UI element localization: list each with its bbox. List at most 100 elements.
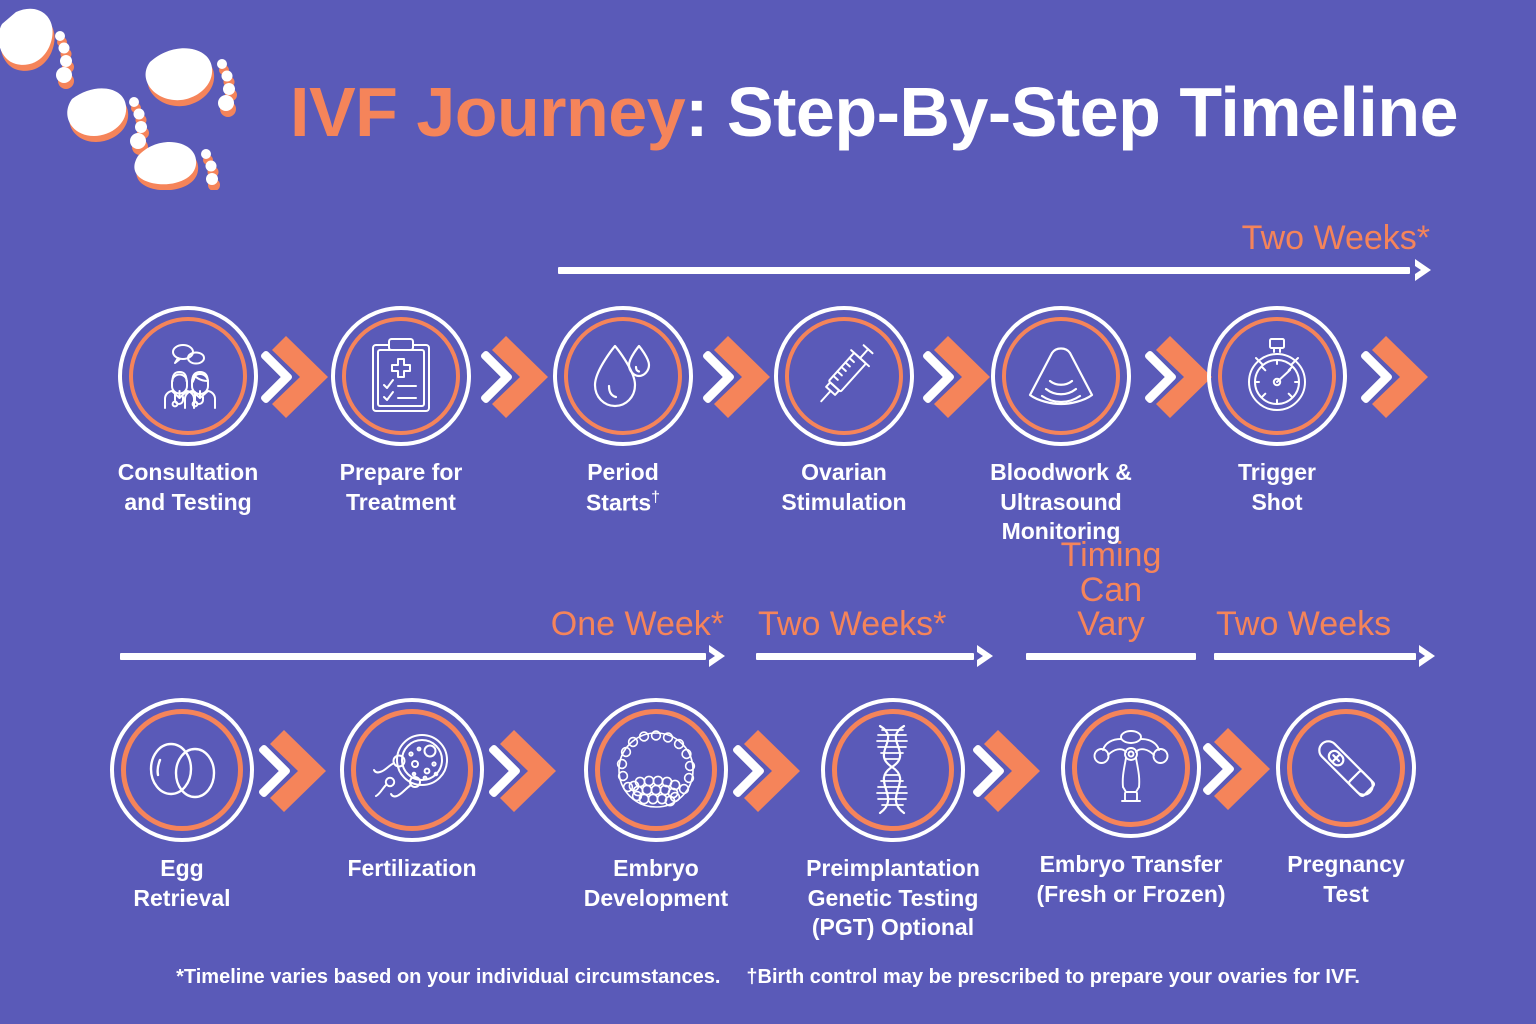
outer-ring (118, 306, 258, 446)
chevron-arrow (730, 726, 802, 816)
outer-ring (1061, 698, 1201, 838)
inner-ring (595, 709, 717, 831)
chevron-right-icon (481, 336, 548, 418)
outer-ring (991, 306, 1131, 446)
step-label: Prepare for Treatment (339, 459, 463, 515)
inner-ring (785, 317, 903, 435)
step-label: Trigger Shot (1238, 459, 1316, 515)
step-ovarian-stimulation[interactable]: Ovarian Stimulation (754, 306, 934, 517)
step-pregnancy-test[interactable]: Pregnancy Test (1258, 698, 1434, 909)
outer-ring (110, 698, 254, 842)
step-label: Embryo Transfer (Fresh or Frozen) (1036, 851, 1226, 907)
step-label: Embryo Development (583, 855, 729, 911)
footnote: *Timeline varies based on your individua… (0, 966, 1536, 989)
step-label: Bloodwork & Ultrasound Monitoring (990, 459, 1132, 545)
timeline-row1-two-weeks: Two Weeks* (558, 212, 1434, 281)
footnote-part-2: †Birth control may be prescribed to prep… (746, 966, 1360, 988)
inner-ring (121, 709, 243, 831)
step-embryo-development[interactable]: Embryo Development (566, 698, 746, 913)
arrowhead-icon (1419, 645, 1435, 667)
uterus-icon (1061, 698, 1201, 838)
timeline-label: Two Weeks (1216, 605, 1392, 644)
outer-ring (1276, 698, 1416, 838)
inner-ring (129, 317, 247, 435)
step-label: Egg Retrieval (133, 855, 231, 911)
step-label: Period Starts† (534, 458, 712, 518)
chevron-arrow (478, 332, 550, 422)
blastocyst-embryo-icon (584, 698, 728, 842)
inner-ring (564, 317, 682, 435)
inner-ring (1002, 317, 1120, 435)
chevron-arrow (1200, 724, 1272, 814)
chevron-right-icon (261, 336, 328, 418)
inner-ring (1218, 317, 1336, 435)
footnote-part-1: *Timeline varies based on your individua… (176, 966, 721, 988)
step-trigger-shot[interactable]: Trigger Shot (1188, 306, 1366, 517)
footprints-icon (0, 8, 237, 191)
arrowhead-icon (709, 645, 725, 667)
chevron-arrow (700, 332, 772, 422)
step-preimplantation-genetic-testing[interactable]: Preimplantation Genetic Testing (PGT) Op… (800, 698, 986, 943)
chevron-arrow (256, 726, 328, 816)
inner-ring (351, 709, 473, 831)
step-egg-retrieval[interactable]: Egg Retrieval (92, 698, 272, 913)
clipboard-checklist-icon (331, 306, 471, 446)
arrowhead-icon (977, 645, 993, 667)
dagger-footnote-marker: † (651, 488, 661, 506)
baby-footprints-decoration (0, 0, 280, 191)
chevron-right-icon (489, 730, 556, 812)
pregnancy-test-icon (1276, 698, 1416, 838)
inner-ring (1072, 709, 1190, 827)
chevron-arrow (486, 726, 558, 816)
outer-ring (584, 698, 728, 842)
dna-helix-icon (821, 698, 965, 842)
inner-ring (1287, 709, 1405, 827)
ultrasound-icon (991, 306, 1131, 446)
chevron-right-icon (923, 336, 990, 418)
chevron-right-icon (1361, 336, 1428, 418)
eggs-icon (110, 698, 254, 842)
chevron-arrow (258, 332, 330, 422)
step-label: Ovarian Stimulation (781, 459, 907, 515)
step-consultation-and-testing[interactable]: Consultation and Testing (96, 306, 280, 517)
chevron-arrow (970, 726, 1042, 816)
chevron-arrow (920, 332, 992, 422)
timeline-label: One Week* (550, 605, 724, 644)
timeline-row2-two-weeks-a: Two Weeks* (756, 592, 996, 667)
outer-ring (821, 698, 965, 842)
outer-ring (774, 306, 914, 446)
arrowhead-icon (1415, 259, 1431, 281)
timeline-label: Two Weeks* (1241, 219, 1430, 258)
timeline-row2-one-week: One Week* (120, 592, 728, 667)
chevron-right-icon (973, 730, 1040, 812)
step-prepare-for-treatment[interactable]: Prepare for Treatment (312, 306, 490, 517)
page-title-accent: IVF Journey (290, 73, 686, 151)
step-label-text: Period Starts (585, 459, 659, 516)
step-fertilization[interactable]: Fertilization (322, 698, 502, 884)
timeline-row2-timing-can-vary: Timing Can Vary (1026, 538, 1196, 660)
page-title: IVF Journey: Step-By-Step Timeline (290, 72, 1459, 152)
step-label: Preimplantation Genetic Testing (PGT) Op… (806, 855, 980, 941)
timeline-row2-two-weeks-b: Two Weeks (1214, 592, 1438, 667)
step-bloodwork-and-ultrasound-monitoring[interactable]: Bloodwork & Ultrasound Monitoring (946, 306, 1176, 547)
chevron-right-icon (259, 730, 326, 812)
step-period-starts[interactable]: Period Starts† (534, 306, 712, 518)
chevron-right-icon (1145, 336, 1212, 418)
doctors-consultation-icon (118, 306, 258, 446)
inner-ring (832, 709, 954, 831)
chevron-arrow-row1-end (1358, 332, 1430, 422)
stopwatch-icon (1207, 306, 1347, 446)
step-label: Fertilization (347, 855, 477, 881)
timeline-label: Timing Can Vary (1060, 535, 1162, 644)
inner-ring (342, 317, 460, 435)
blood-drop-icon (553, 306, 693, 446)
step-label: Consultation and Testing (117, 459, 259, 515)
chevron-right-icon (733, 730, 800, 812)
outer-ring (340, 698, 484, 842)
outer-ring (553, 306, 693, 446)
step-embryo-transfer[interactable]: Embryo Transfer (Fresh or Frozen) (1036, 698, 1226, 909)
chevron-right-icon (1203, 728, 1270, 810)
page-title-rest: : Step-By-Step Timeline (685, 73, 1459, 151)
syringe-icon (774, 306, 914, 446)
